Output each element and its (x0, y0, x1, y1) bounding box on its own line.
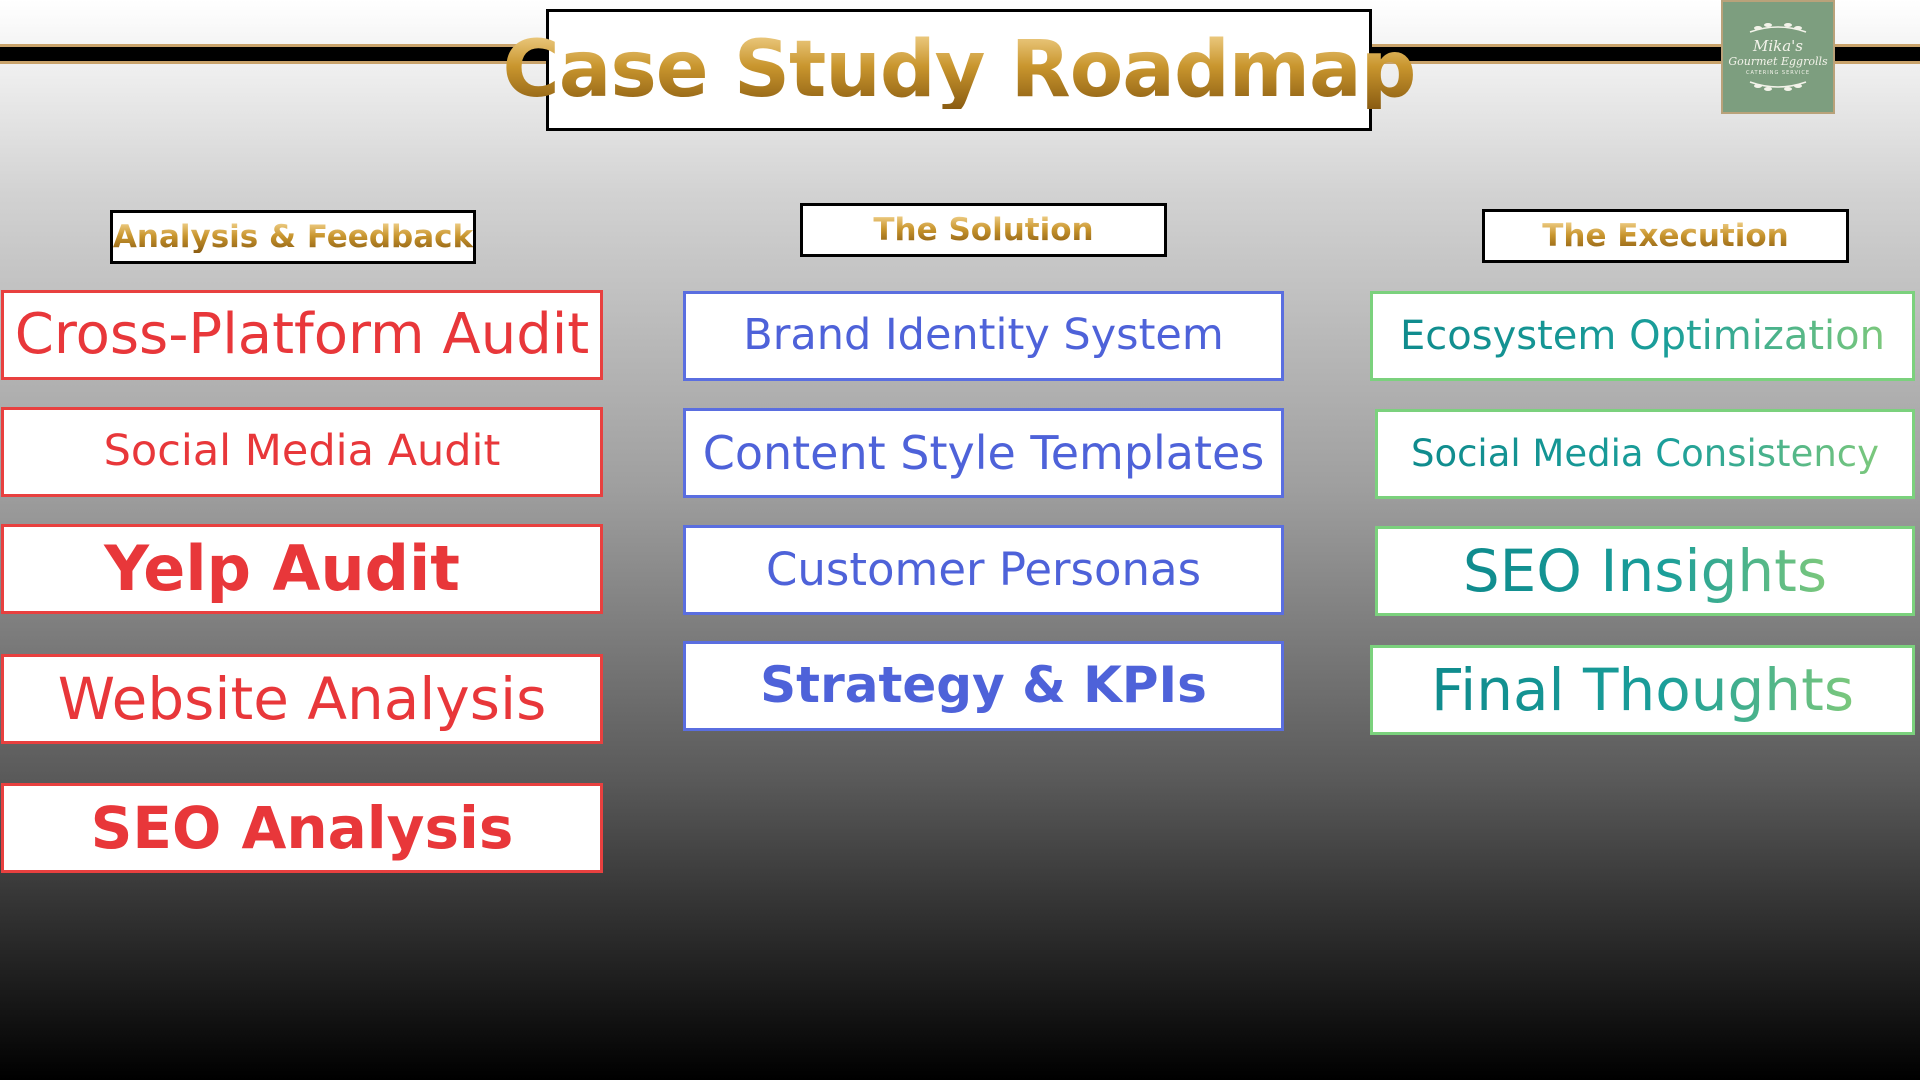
item-website-analysis: Website Analysis (1, 654, 603, 744)
title-box: Case Study Roadmap (502, 9, 1417, 131)
item-social-media-audit: Social Media Audit (1, 407, 603, 497)
item-yelp-audit: Yelp Audit (1, 524, 603, 614)
item-seo-analysis: SEO Analysis (1, 783, 603, 873)
item-ecosystem-optimization: Ecosystem Optimization (1370, 291, 1915, 381)
item-brand-identity-system: Brand Identity System (683, 291, 1284, 381)
brand-logo: Mika's Gourmet Eggrolls CATERING SERVICE (1721, 0, 1835, 114)
laurel-bottom-icon (1749, 81, 1807, 91)
item-content-style-templates: Content Style Templates (683, 408, 1284, 498)
item-seo-insights: SEO Insights (1375, 526, 1915, 616)
item-cross-platform-audit: Cross-Platform Audit (1, 290, 603, 380)
heading-the-solution: The Solution (800, 203, 1167, 257)
laurel-top-icon (1749, 23, 1807, 33)
logo-line-3: CATERING SERVICE (1746, 69, 1810, 76)
logo-line-2: Gourmet Eggrolls (1728, 54, 1828, 68)
header-bar-left (0, 44, 550, 64)
logo-line-1: Mika's (1752, 37, 1803, 56)
heading-analysis-feedback: Analysis & Feedback (110, 210, 476, 264)
item-strategy-kpis: Strategy & KPIs (683, 641, 1284, 731)
page-title: Case Study Roadmap (502, 25, 1416, 115)
item-final-thoughts: Final Thoughts (1370, 645, 1915, 735)
heading-the-execution: The Execution (1482, 209, 1849, 263)
header-bar-right (1370, 44, 1920, 64)
item-social-media-consistency: Social Media Consistency (1375, 409, 1915, 499)
item-customer-personas: Customer Personas (683, 525, 1284, 615)
